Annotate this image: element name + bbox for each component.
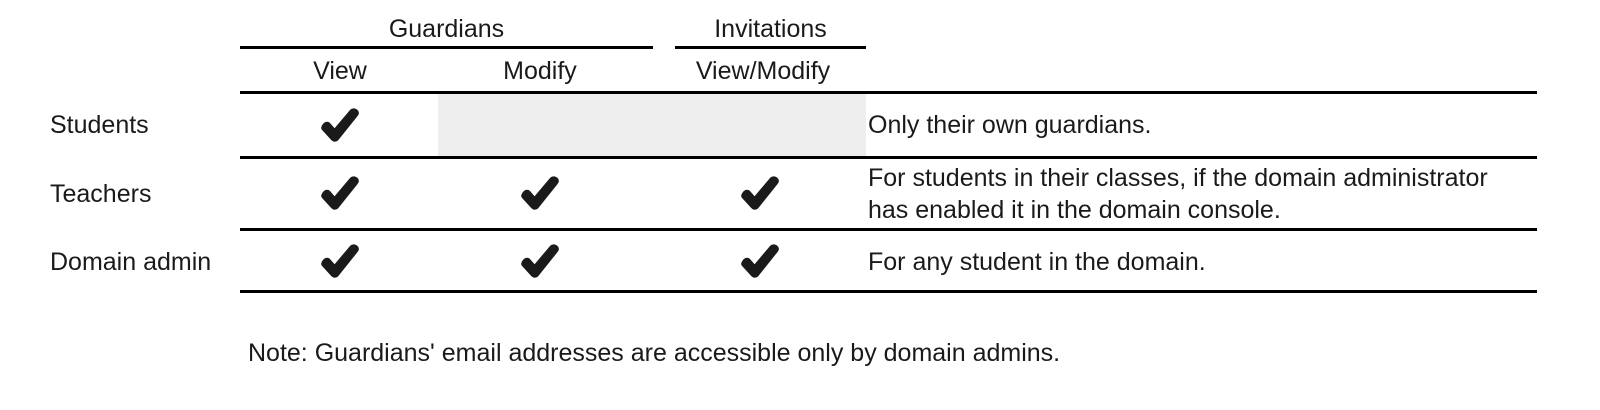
row-label-students: Students xyxy=(50,111,149,139)
disabled-cell-students-modify xyxy=(438,93,866,157)
column-header-modify-label: Modify xyxy=(503,57,577,85)
column-group-guardians-label: Guardians xyxy=(388,15,505,43)
note-teachers-line2: has enabled it in the domain console. xyxy=(868,196,1281,224)
note-students: Only their own guardians. xyxy=(868,109,1528,141)
column-header-view-modify: View/Modify xyxy=(660,55,866,87)
note-domain-admin: For any student in the domain. xyxy=(868,246,1528,278)
table-rule-after-students xyxy=(240,156,1537,159)
note-teachers-line1: For students in their classes, if the do… xyxy=(868,164,1488,192)
checkmark-icon-domain-admin-view xyxy=(317,239,363,285)
column-group-guardians: Guardians xyxy=(240,14,653,44)
column-header-view: View xyxy=(240,55,440,87)
column-header-view-modify-label: View/Modify xyxy=(695,57,831,85)
column-group-invitations: Invitations xyxy=(675,14,866,44)
checkmark-icon-domain-admin-modify xyxy=(517,239,563,285)
table-rule-header-bottom xyxy=(240,91,1537,94)
checkmark-icon-teachers-view xyxy=(317,171,363,217)
checkmark-icon-students-view xyxy=(317,103,363,149)
table-footnote: Note: Guardians' email addresses are acc… xyxy=(248,339,1061,367)
column-group-invitations-label: Invitations xyxy=(714,15,827,43)
row-label-domain-admin: Domain admin xyxy=(50,248,212,276)
table-rule-after-teachers xyxy=(240,228,1537,231)
table-rule-bottom xyxy=(240,290,1537,293)
checkmark-icon-teachers-view-modify xyxy=(737,171,783,217)
note-teachers: For students in their classes, if the do… xyxy=(868,162,1528,226)
rule-under-invitations xyxy=(675,46,866,49)
checkmark-icon-domain-admin-view-modify xyxy=(737,239,783,285)
checkmark-icon-teachers-modify xyxy=(517,171,563,217)
guardian-permissions-table: Guardians Invitations View Modify View/M… xyxy=(50,14,1537,293)
note-domain-admin-line1: For any student in the domain. xyxy=(868,248,1206,276)
column-header-modify: Modify xyxy=(440,55,640,87)
column-header-view-label: View xyxy=(313,57,367,85)
rule-under-guardians xyxy=(240,46,653,49)
row-label-teachers: Teachers xyxy=(50,180,152,208)
note-students-line1: Only their own guardians. xyxy=(868,111,1152,139)
